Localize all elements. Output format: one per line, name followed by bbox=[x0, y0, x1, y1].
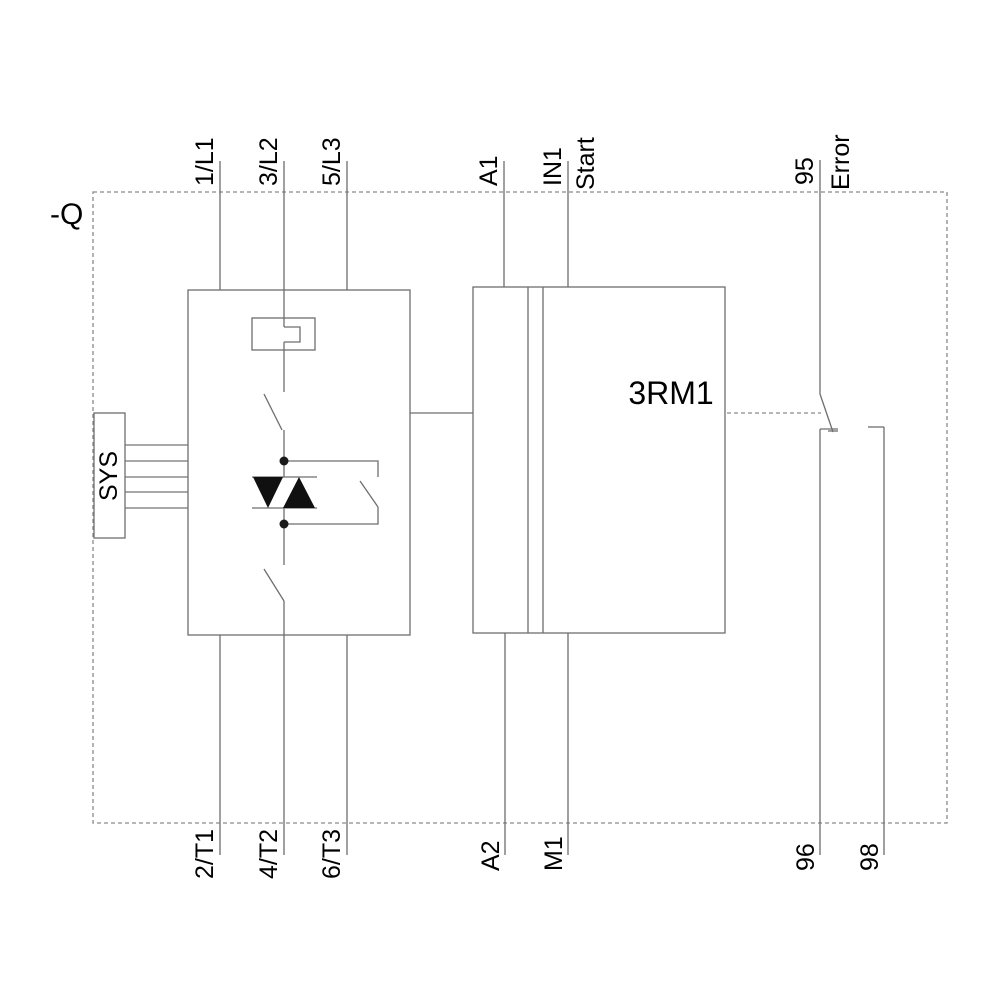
terminal-label-5L3: 5/L3 bbox=[318, 137, 346, 186]
sys-connector-label: SYS bbox=[95, 451, 123, 501]
control-module-outline bbox=[472, 286, 726, 634]
signal-label-error: Error bbox=[827, 134, 855, 190]
terminal-label-IN1: IN1 bbox=[539, 147, 567, 186]
power-module bbox=[187, 289, 411, 636]
top-terminal-labels: 1/L1 3/L2 5/L3 A1 IN1 Start 95 Error bbox=[191, 134, 855, 190]
changeover-contact-blade-icon bbox=[819, 393, 834, 433]
thyristor-pair-icon bbox=[252, 476, 317, 509]
device-type-label: 3RM1 bbox=[628, 375, 713, 411]
terminal-label-3L2: 3/L2 bbox=[255, 137, 283, 186]
bypass-contact-icon bbox=[359, 480, 379, 508]
terminal-label-96: 96 bbox=[792, 843, 820, 871]
bypass-branch-bottom bbox=[284, 507, 379, 525]
junction-dot-lower bbox=[279, 519, 289, 529]
sys-connection-lines bbox=[125, 444, 188, 509]
terminal-label-6T3: 6/T3 bbox=[318, 829, 346, 879]
bottom-terminal-labels: 2/T1 4/T2 6/T3 A2 M1 96 98 bbox=[191, 829, 884, 879]
terminal-label-2T1: 2/T1 bbox=[191, 829, 219, 879]
power-module-outline bbox=[187, 289, 411, 636]
device-boundary-dashed-box bbox=[92, 191, 948, 824]
upper-contact-icon bbox=[263, 393, 283, 431]
lower-contact-icon bbox=[263, 568, 285, 602]
control-module: 3RM1 bbox=[472, 286, 726, 634]
signal-label-start: Start bbox=[572, 137, 600, 190]
terminal-label-A1: A1 bbox=[475, 155, 503, 186]
bottom-terminal-leads bbox=[219, 633, 569, 855]
terminal-label-1L1: 1/L1 bbox=[191, 137, 219, 186]
sys-interface: SYS bbox=[93, 412, 188, 539]
bypass-branch-top bbox=[284, 460, 379, 477]
designation-label: -Q bbox=[50, 198, 83, 231]
top-terminal-leads bbox=[219, 160, 821, 394]
terminal-label-95: 95 bbox=[791, 157, 819, 185]
sys-connector-box bbox=[93, 412, 126, 539]
terminal-label-A2: A2 bbox=[477, 840, 505, 871]
thyristor-triangle-up bbox=[283, 477, 315, 508]
terminal-label-98: 98 bbox=[856, 843, 884, 871]
thyristor-triangle-down bbox=[253, 477, 283, 508]
junction-dot-upper bbox=[279, 456, 289, 466]
bypass-contact-branch bbox=[279, 456, 379, 529]
overload-jog bbox=[284, 326, 301, 343]
error-changeover-contact bbox=[819, 393, 885, 855]
terminal-label-4T2: 4/T2 bbox=[255, 829, 283, 879]
terminal-label-M1: M1 bbox=[540, 836, 568, 871]
